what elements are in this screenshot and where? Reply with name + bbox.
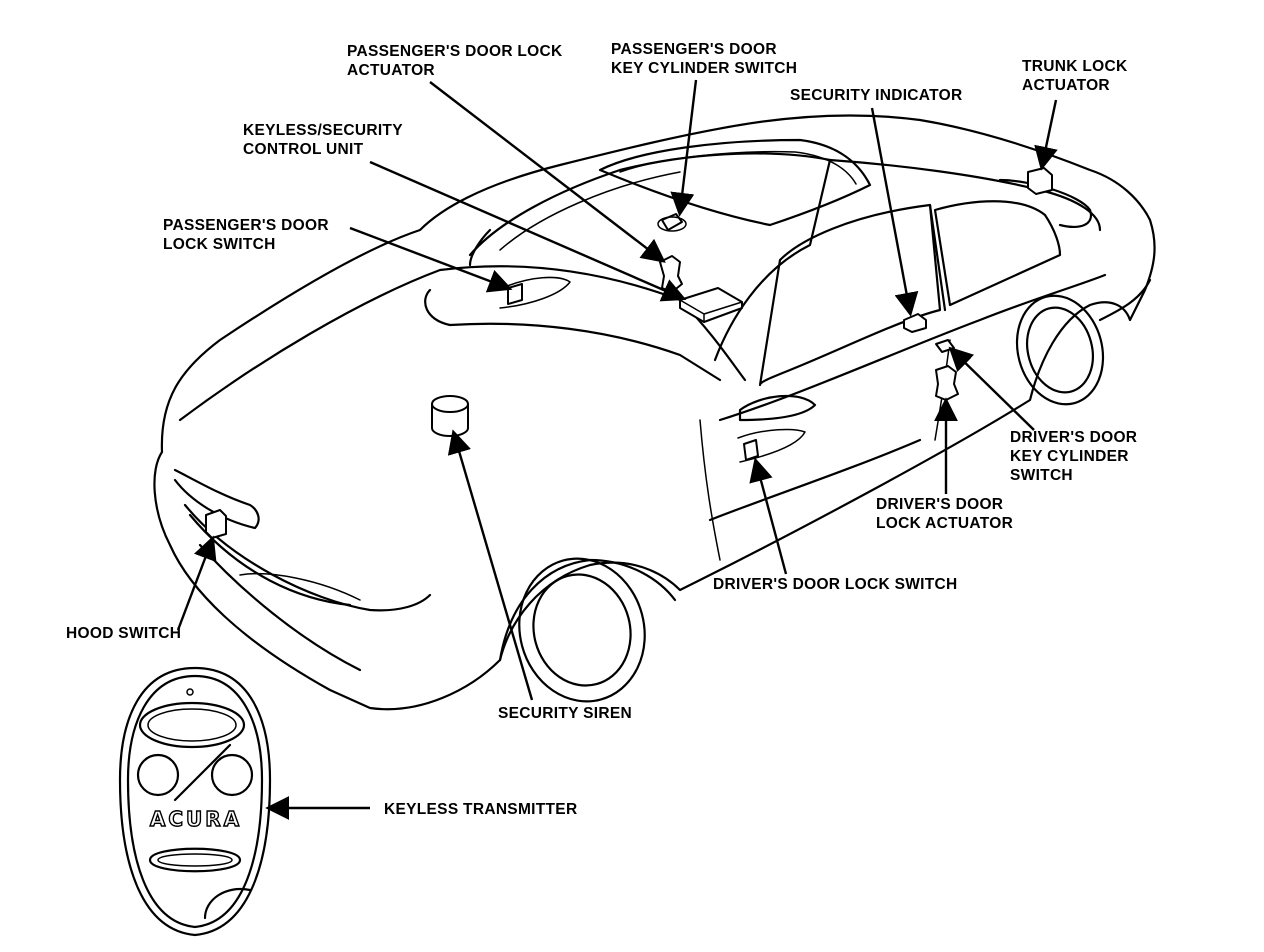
passenger-door-lock-switch-part: [507, 283, 523, 305]
security-indicator-part: [903, 313, 927, 333]
label-keyless-security-control-unit: KEYLESS/SECURITY CONTROL UNIT: [243, 122, 403, 158]
label-driver-key-cylinder-switch: DRIVER'S DOOR KEY CYLINDER SWITCH: [1010, 429, 1138, 484]
car-outline: [153, 114, 1156, 711]
label-security-siren: SECURITY SIREN: [498, 705, 632, 722]
trunk-lock-actuator-part: [1027, 167, 1053, 195]
label-passenger-door-lock-actuator: PASSENGER'S DOOR LOCK ACTUATOR: [347, 43, 563, 79]
leader-lines: [176, 79, 1058, 820]
label-driver-door-lock-switch: DRIVER'S DOOR LOCK SWITCH: [713, 576, 958, 593]
driver-key-cylinder-switch-part: [935, 339, 955, 353]
label-driver-door-lock-actuator: DRIVER'S DOOR LOCK ACTUATOR: [876, 496, 1014, 532]
passenger-door-lock-actuator-part: [659, 255, 683, 293]
hood-switch-part: [205, 509, 227, 539]
label-trunk-lock-actuator: TRUNK LOCK ACTUATOR: [1022, 58, 1128, 94]
security-siren-part: [431, 395, 469, 437]
label-security-indicator: SECURITY INDICATOR: [790, 87, 963, 104]
control-unit-part: [679, 287, 743, 323]
label-passenger-door-lock-switch: PASSENGER'S DOOR LOCK SWITCH: [163, 217, 329, 253]
driver-door-lock-switch-part: [743, 439, 759, 461]
label-keyless-transmitter: KEYLESS TRANSMITTER: [384, 801, 578, 818]
label-passenger-key-cylinder-switch: PASSENGER'S DOOR KEY CYLINDER SWITCH: [611, 41, 798, 77]
components: [205, 167, 1053, 539]
keyless-transmitter-fob: ACURA: [118, 666, 272, 937]
label-hood-switch: HOOD SWITCH: [66, 625, 182, 642]
transmitter-brand: ACURA: [150, 807, 242, 831]
driver-door-lock-actuator-part: [935, 365, 959, 401]
